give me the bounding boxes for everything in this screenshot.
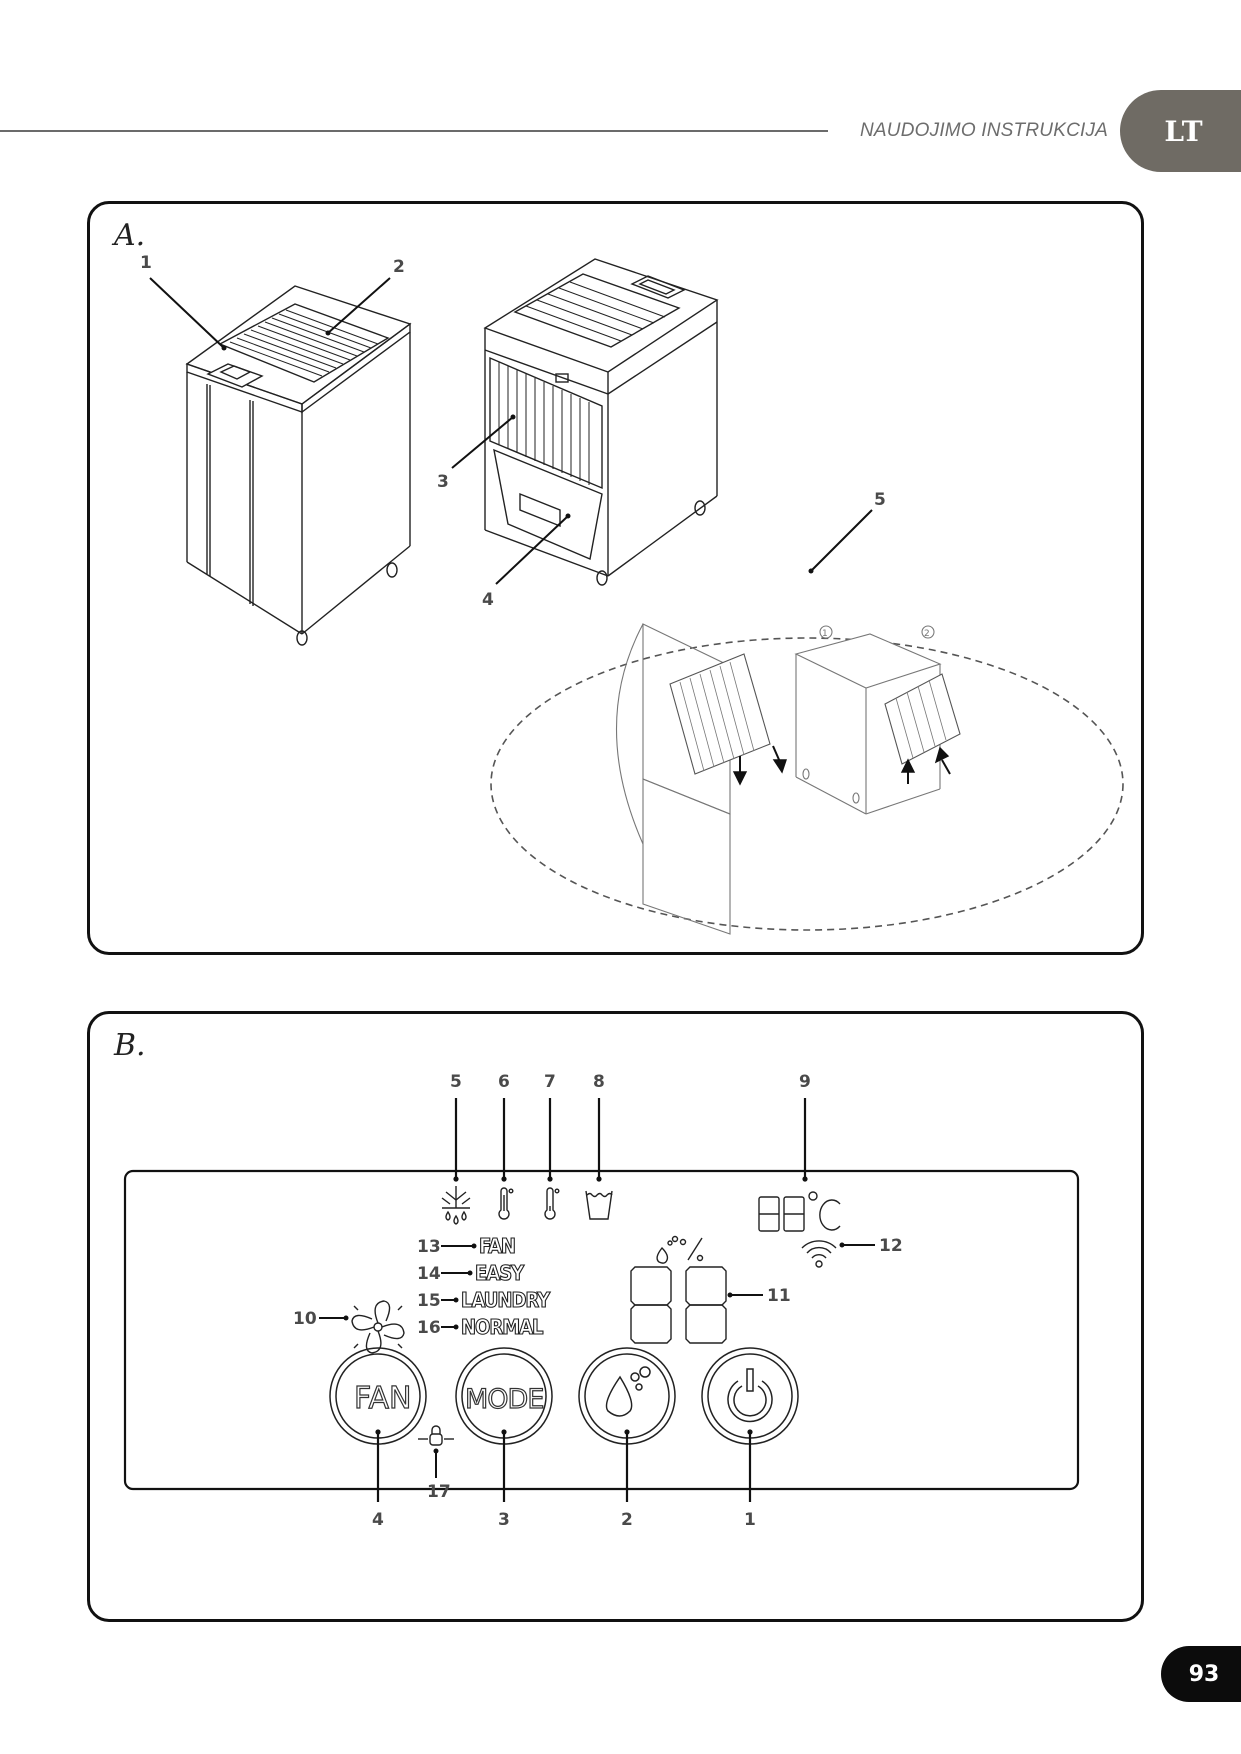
callout-5: 5 <box>450 1072 462 1092</box>
mode-button-label[interactable]: MODE <box>464 1383 545 1415</box>
defrost-icon <box>441 1186 471 1225</box>
page-number: 93 <box>1188 1661 1220 1687</box>
header-rule <box>0 130 828 132</box>
callout-7: 7 <box>544 1072 556 1092</box>
callout-14: 14 <box>417 1264 441 1284</box>
callout-6: 6 <box>498 1072 510 1092</box>
power-icon <box>727 1368 773 1423</box>
filter-detail-callout-oval <box>490 637 1124 931</box>
mode-label-laundry: LAUNDRY <box>461 1288 551 1312</box>
panel-b-letter: B. <box>114 1028 146 1063</box>
panel-a-illustration: 1 2 3 4 5 1 2 <box>140 253 1124 935</box>
mode-label-normal: NORMAL <box>461 1315 543 1339</box>
callout-15: 15 <box>417 1291 441 1311</box>
callout-9: 9 <box>799 1072 811 1092</box>
callout-8: 8 <box>593 1072 605 1092</box>
panel-a-letter: A. <box>114 218 146 253</box>
dehumidifier-rear-view <box>483 258 719 586</box>
filter-removal-step-1 <box>615 623 833 935</box>
callout-17: 17 <box>427 1482 451 1502</box>
panel-b-illustration: 5 6 7 8 9 <box>123 1072 1080 1530</box>
header-title: NAUDOJIMO INSTRUKCIJA <box>860 120 1109 141</box>
callout-5: 5 <box>874 490 886 510</box>
callout-2: 2 <box>621 1510 633 1530</box>
fan-icon <box>351 1300 405 1354</box>
callout-10: 10 <box>293 1309 317 1329</box>
callout-3: 3 <box>437 472 449 492</box>
filter-step-2-label: 2 <box>924 629 930 639</box>
callout-12: 12 <box>879 1236 903 1256</box>
callout-1: 1 <box>140 253 152 273</box>
callout-4: 4 <box>372 1510 384 1530</box>
callout-16: 16 <box>417 1318 441 1338</box>
callout-13: 13 <box>417 1237 441 1257</box>
mode-label-easy: EASY <box>475 1261 525 1285</box>
control-panel-outline <box>123 1169 1080 1491</box>
fan-button-label[interactable]: FAN <box>353 1380 412 1416</box>
panel-a-product-overview: A. <box>87 201 1144 955</box>
callout-4: 4 <box>482 590 494 610</box>
humidity-drop-icon <box>605 1375 633 1417</box>
water-tank-icon <box>585 1190 613 1220</box>
temperature-display <box>758 1191 841 1232</box>
language-tab: LT <box>1120 90 1241 172</box>
wifi-icon <box>801 1240 837 1268</box>
thermometer-low-icon <box>544 1187 560 1220</box>
filter-step-1-label: 1 <box>822 629 828 639</box>
filter-direction-arrows <box>732 745 951 786</box>
dehumidifier-front-view <box>185 285 412 646</box>
thermometer-high-icon <box>498 1187 514 1220</box>
callout-11: 11 <box>767 1286 791 1306</box>
filter-install-step-2 <box>794 625 961 815</box>
callout-2: 2 <box>393 257 405 277</box>
panel-b-control-panel: B. 5 6 7 8 9 <box>87 1011 1144 1622</box>
humidity-display <box>630 1235 727 1344</box>
page-number-badge: 93 <box>1161 1646 1241 1702</box>
lock-icon <box>418 1425 454 1446</box>
mode-label-fan: FAN <box>479 1234 515 1258</box>
callout-3: 3 <box>498 1510 510 1530</box>
language-code: LT <box>1164 114 1203 148</box>
callout-1: 1 <box>744 1510 756 1530</box>
